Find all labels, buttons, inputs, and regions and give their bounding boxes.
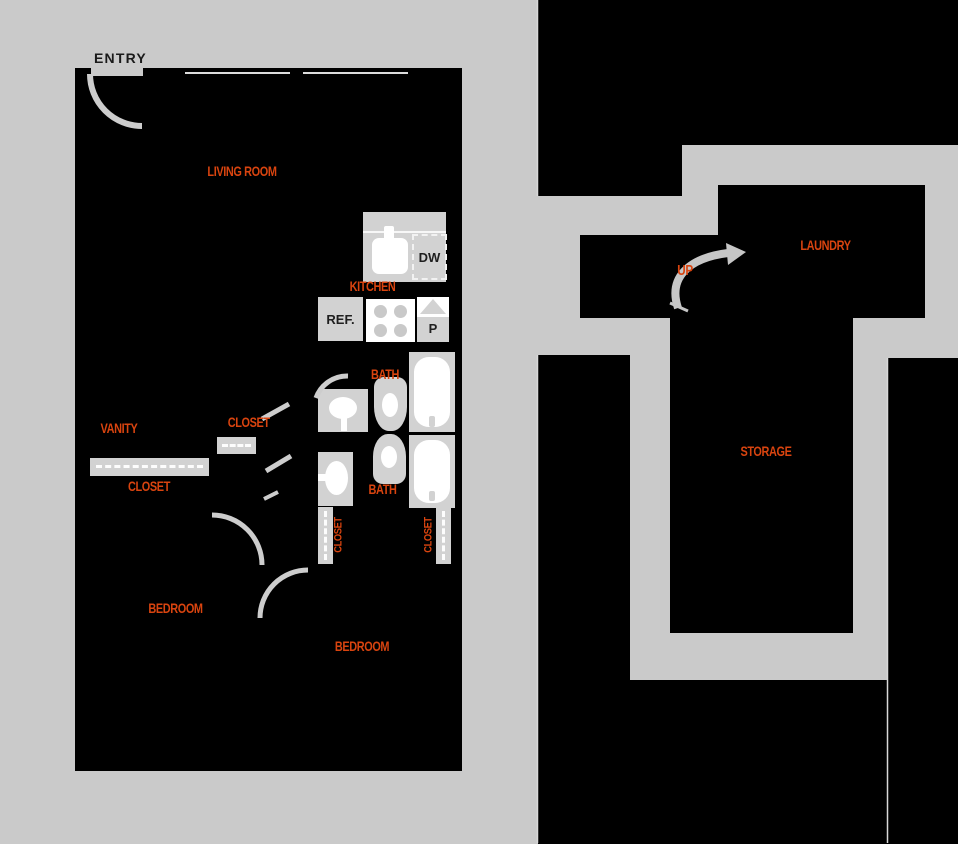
- kitchen-sink: [372, 238, 408, 274]
- laundry-label: LAUNDRY: [800, 237, 851, 253]
- bedroom-closet-right-label: CLOSET: [422, 517, 435, 553]
- bedroom-closet-left-label: CLOSET: [332, 517, 345, 553]
- right-building-top-left: [538, 0, 682, 196]
- dishwasher: DW: [412, 234, 447, 280]
- stair-landing-floor: [580, 235, 720, 318]
- storage-room-floor: [670, 318, 853, 633]
- living-room-label: LIVING ROOM: [207, 163, 277, 179]
- entry-label: ENTRY: [94, 50, 147, 66]
- long-closet-rod: [96, 465, 203, 468]
- storage-label: STORAGE: [740, 443, 792, 459]
- stove-burner: [394, 324, 407, 337]
- pantry-label: P: [428, 321, 438, 336]
- dishwasher-label: DW: [418, 249, 441, 265]
- bath1-tub-drain: [429, 416, 435, 427]
- bath1-tub: [414, 357, 450, 427]
- stove-burner: [374, 324, 387, 337]
- sink-faucet: [384, 226, 394, 241]
- bath2-toilet-bowl: [381, 446, 397, 468]
- bath2-tub-drain: [429, 491, 435, 501]
- kitchen-label: KITCHEN: [349, 278, 396, 294]
- up-label: UP: [677, 262, 693, 279]
- bath2-sink: [325, 461, 348, 495]
- bedroom-right-label: BEDROOM: [334, 638, 390, 654]
- bath1-sink: [329, 397, 357, 419]
- bedroom-left-label: BEDROOM: [148, 600, 203, 616]
- bath1-faucet: [341, 418, 347, 431]
- bath-upper-label: BATH: [371, 366, 399, 382]
- bedroom-closet-right-rod: [442, 511, 445, 560]
- refrigerator: [318, 297, 363, 341]
- bedroom-closet-left-rod: [324, 511, 327, 560]
- counter-edge-line: [363, 231, 446, 233]
- refrigerator-label: REF.: [326, 312, 355, 327]
- hall-closet-rod: [222, 444, 251, 447]
- bath2-faucet: [318, 474, 328, 481]
- bath1-toilet-bowl: [382, 393, 398, 417]
- right-building-top-right: [682, 0, 958, 145]
- pantry-door-swing-icon: [420, 299, 446, 314]
- hall-closet-label: CLOSET: [227, 414, 270, 430]
- stove-burner: [374, 305, 387, 318]
- entry-door-opening: [91, 68, 143, 76]
- long-closet-label: CLOSET: [128, 478, 170, 494]
- vanity-label: VANITY: [100, 420, 138, 436]
- bath-lower-label: BATH: [368, 481, 397, 497]
- right-building-bottom-band: [538, 680, 958, 844]
- stove-burner: [394, 305, 407, 318]
- stove: [366, 299, 415, 342]
